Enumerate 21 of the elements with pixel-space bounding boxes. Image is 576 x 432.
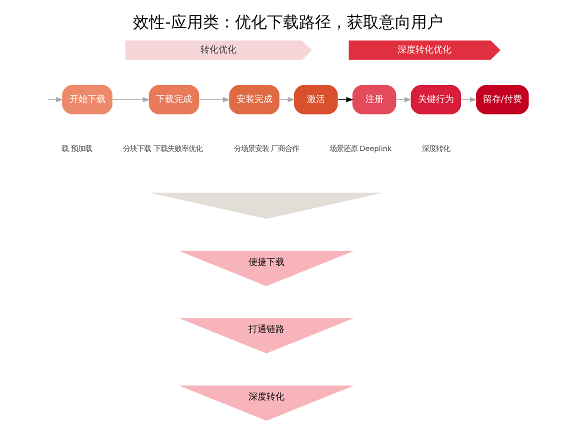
label: 深度转化 (422, 144, 450, 153)
arrow (396, 97, 412, 102)
label: 分块下载 下载失败率优化 (123, 144, 202, 153)
node-box: 注册 (352, 85, 396, 114)
node-box: 关键行为 (410, 85, 462, 114)
node-chevron (150, 192, 384, 219)
label: 场景还原 Deeplink (329, 144, 392, 153)
arrow (199, 97, 230, 102)
arrow (460, 97, 478, 102)
node-box: 下载完成 (148, 85, 200, 114)
label: 分场景安装 厂商合作 (234, 144, 300, 153)
diagram-title: 效性-应用类：优化下载路径，获取意向用户 (133, 12, 443, 32)
node-box: 开始下载 (62, 85, 112, 114)
node-box: 激活 (294, 85, 338, 114)
arrow (338, 97, 354, 102)
arrow (279, 97, 295, 102)
label: 载 预加载 (62, 144, 92, 153)
arrow (47, 97, 64, 102)
node-box: 安装完成 (229, 85, 280, 114)
arrow (112, 97, 150, 102)
node-box: 留存/付费 (476, 85, 529, 114)
